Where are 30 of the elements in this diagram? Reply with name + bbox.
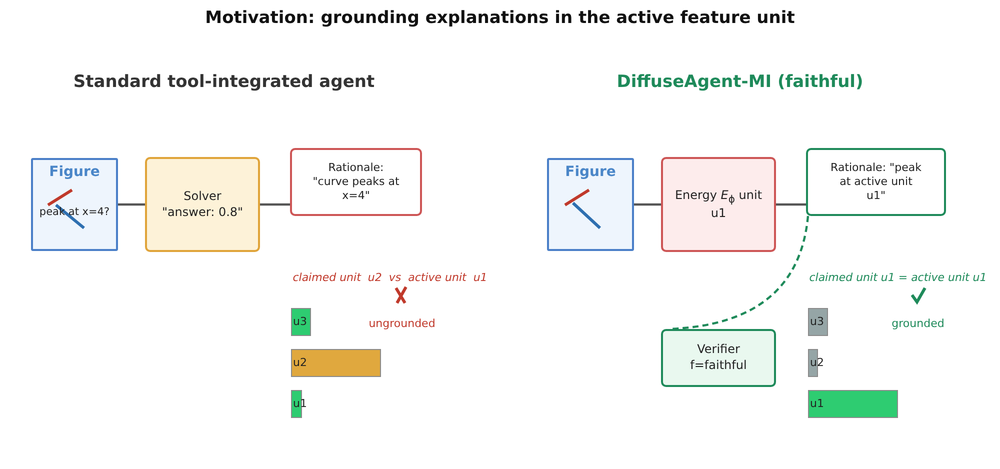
status-label: grounded <box>892 317 944 330</box>
figure-heading: Figure <box>49 164 100 180</box>
bar-label: u2 <box>293 356 307 369</box>
figure-heading: Figure <box>565 164 616 180</box>
figure-panel <box>547 158 634 251</box>
diagram-title: Motivation: grounding explanations in the active feature unit <box>204 8 796 28</box>
bar-label: u1 <box>810 397 824 410</box>
connector-line <box>634 203 661 206</box>
claim-note: claimed unit u1 = active unit u1 <box>809 271 987 284</box>
claim-note: claimed unit u2 vs active unit u1 <box>292 271 488 284</box>
figure-panel <box>31 158 118 251</box>
node-text: Solver "answer: 0.8" <box>160 188 244 220</box>
node-text: Energy E$_{ϕ}$ unit u1 <box>674 188 764 222</box>
bar-label: u3 <box>810 315 824 328</box>
node-text: Rationale: "peak at active unit u1" <box>830 160 922 204</box>
rationale-box <box>290 148 422 216</box>
panel-heading: DiffuseAgent-MI (faithful) <box>616 72 864 92</box>
connector-line <box>260 203 290 206</box>
process-box <box>145 157 260 252</box>
connector-line <box>118 203 145 206</box>
node-text: Rationale: "curve peaks at x=4" <box>312 160 400 204</box>
verifier-box <box>661 329 776 387</box>
node-text: peak at x=4? <box>39 206 110 220</box>
bar-label: u3 <box>293 315 307 328</box>
connector-line <box>776 203 806 206</box>
rationale-box <box>806 148 946 216</box>
panel-heading: Standard tool-integrated agent <box>73 72 375 92</box>
process-box <box>661 157 776 252</box>
node-text: Verifier f=faithful <box>689 342 748 374</box>
status-label: ungrounded <box>368 317 436 330</box>
